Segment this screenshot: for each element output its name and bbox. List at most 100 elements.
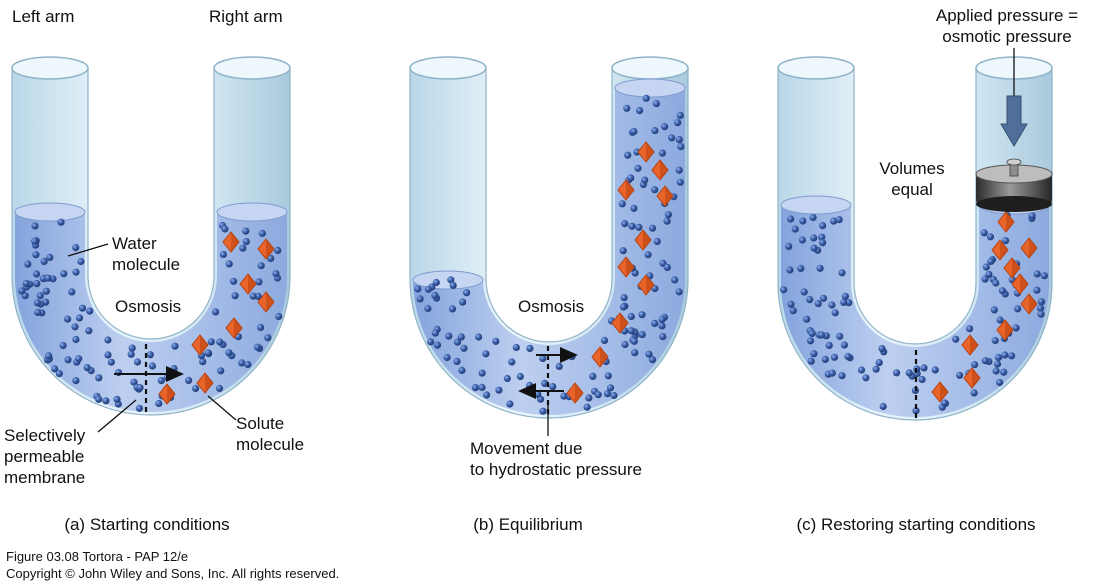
water-molecule-icon: [448, 305, 457, 313]
water-molecule-icon: [797, 264, 805, 272]
water-molecule-icon: [810, 234, 818, 242]
water-molecule-icon: [539, 354, 547, 363]
water-molecule-icon: [998, 287, 1007, 295]
water-molecule-icon: [1001, 351, 1009, 359]
solute-molecule-icon: [961, 334, 979, 356]
water-molecule-icon: [71, 323, 79, 331]
water-molecule-icon: [22, 279, 30, 287]
water-molecule-icon: [157, 377, 165, 385]
water-molecule-icon: [980, 229, 988, 237]
water-molecule-icon: [785, 242, 793, 250]
water-molecule-icon: [893, 369, 901, 377]
water-molecule-icon: [264, 334, 272, 342]
water-molecule-icon: [104, 336, 112, 344]
water-molecule-icon: [433, 341, 442, 349]
water-molecule-icon: [1028, 212, 1036, 220]
water-molecule-icon: [636, 107, 644, 115]
solute-molecule-icon: [1020, 237, 1038, 259]
water-molecule-icon: [148, 362, 156, 370]
water-molecule-icon: [604, 372, 612, 380]
solute-molecule-icon: [257, 291, 275, 313]
water-molecule-icon: [539, 407, 547, 415]
water-molecule-icon: [624, 151, 632, 159]
water-molecule-icon: [810, 244, 818, 252]
water-molecule-icon: [825, 341, 833, 349]
water-molecule-icon: [1012, 324, 1020, 332]
water-molecule-icon: [862, 374, 870, 382]
water-molecule-icon: [841, 292, 850, 300]
water-molecule-icon: [956, 371, 964, 379]
water-molecule-icon: [449, 281, 457, 289]
molecules: [18, 94, 1048, 415]
solute-molecule-icon: [566, 382, 584, 404]
tube-b-right-rim: [611, 56, 689, 80]
water-molecule-icon: [95, 374, 103, 382]
water-molecule-icon: [275, 312, 283, 320]
water-molecule-icon: [107, 358, 115, 366]
water-molecule-icon: [506, 400, 514, 408]
water-molecule-icon: [146, 351, 154, 359]
water-molecule-icon: [221, 225, 229, 233]
copyright-credit: Copyright © John Wiley and Sons, Inc. Al…: [6, 566, 340, 581]
water-molecule-icon: [75, 314, 84, 322]
water-molecule-icon: [610, 391, 618, 400]
water-molecule-icon: [239, 244, 247, 252]
water-molecule-icon: [875, 359, 883, 367]
water-molecule-icon: [828, 369, 836, 377]
water-molecule-icon: [445, 332, 453, 340]
water-molecule-icon: [257, 262, 265, 270]
water-molecule-icon: [798, 236, 807, 244]
water-molecule-icon: [663, 263, 671, 271]
water-molecule-icon: [44, 274, 52, 282]
water-molecule-icon: [620, 294, 628, 302]
water-molecule-icon: [31, 222, 39, 230]
water-molecule-icon: [807, 357, 815, 365]
water-molecule-icon: [1037, 298, 1046, 306]
water-molecule-icon: [780, 286, 788, 294]
water-molecule-icon: [453, 357, 461, 365]
water-molecule-icon: [199, 358, 207, 366]
solute-molecule-icon: [158, 383, 176, 405]
water-molecule-icon: [75, 355, 83, 363]
water-molecule-icon: [809, 213, 817, 222]
water-molecule-icon: [24, 260, 32, 268]
water-molecule-icon: [508, 358, 516, 366]
water-molecule-icon: [648, 356, 657, 364]
water-molecule-icon: [46, 253, 54, 261]
water-molecule-icon: [541, 379, 549, 387]
water-molecule-icon: [127, 350, 135, 358]
water-molecule-icon: [431, 329, 439, 337]
water-molecule-icon: [663, 217, 671, 225]
water-molecule-icon: [857, 366, 866, 374]
water-molecule-icon: [133, 358, 142, 366]
water-molecule-icon: [130, 378, 138, 386]
water-molecule-leader: [67, 243, 109, 257]
water-molecule-icon: [255, 278, 263, 286]
water-molecule-icon: [821, 355, 829, 363]
solute-molecule-icon: [225, 317, 243, 339]
water-molecule-icon: [806, 337, 815, 345]
water-molecule-icon: [818, 331, 826, 339]
water-molecule-icon: [1033, 270, 1041, 278]
water-molecule-icon: [675, 166, 683, 174]
water-molecule-icon: [638, 331, 646, 339]
water-molecule-icon: [225, 349, 233, 357]
solute-molecule-icon: [1011, 273, 1029, 295]
water-molecule-icon: [483, 391, 491, 399]
water-molecule-icon: [257, 323, 265, 331]
water-molecule-icon: [40, 257, 48, 266]
water-molecule-icon: [628, 222, 636, 230]
water-molecule-icon: [113, 395, 121, 403]
water-molecule-icon: [623, 104, 631, 112]
water-molecule-icon: [831, 309, 839, 317]
tube-c-left-rim: [777, 56, 855, 80]
solute-molecule-icon: [651, 159, 669, 181]
water-molecule-icon: [631, 349, 639, 357]
water-molecule-icon: [560, 392, 568, 400]
water-molecule-icon: [1033, 286, 1041, 294]
water-molecule-icon: [78, 304, 87, 312]
water-molecule-icon: [478, 369, 486, 377]
figure-credit: Figure 03.08 Tortora - PAP 12/e: [6, 549, 189, 564]
water-molecule-icon: [86, 307, 94, 315]
water-molecule-icon: [645, 350, 653, 358]
